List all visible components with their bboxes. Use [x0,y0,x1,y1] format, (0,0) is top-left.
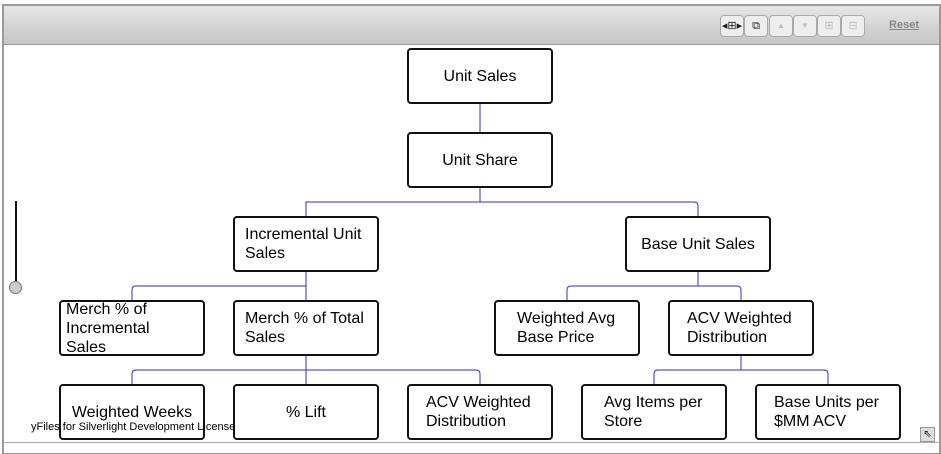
node-unit-sales[interactable]: Unit Sales [407,48,553,104]
node-weighted-weeks[interactable]: Weighted Weeks [59,384,205,440]
zoom-slider-thumb[interactable] [9,281,22,294]
edge [566,272,742,300]
zoom-slider-track[interactable] [15,201,17,285]
edge [305,188,699,216]
node-acv-weighted-distribution[interactable]: ACV Weighted Distribution [668,300,814,356]
toolbar: ◂⊞▸ ⧉ ▲ ▼ ⊞ ⊟ Reset [4,6,939,45]
fit-content-icon: ◂⊞▸ [721,20,743,32]
edge [131,356,481,384]
node-incremental-unit-sales[interactable]: Incremental Unit Sales [233,216,379,272]
node-unit-share[interactable]: Unit Share [407,132,553,188]
zoom-out-icon: ⊟ [848,20,858,32]
fit-content-button[interactable]: ◂⊞▸ [720,15,744,37]
move-up-button[interactable]: ▲ [769,15,793,37]
arrow-up-left-icon: ⇖ [923,429,932,440]
edge [131,272,307,300]
zoom-in-icon: ⊞ [824,20,834,32]
move-down-button[interactable]: ▼ [793,15,817,37]
edges [131,104,829,384]
node-acv-weighted-distribution-2[interactable]: ACV Weighted Distribution [407,384,553,440]
node-merch-pct-total[interactable]: Merch % of Total Sales [233,300,379,356]
diagram-canvas[interactable]: Unit Sales Unit Share Incremental Unit S… [4,45,939,442]
zoom-in-button[interactable]: ⊞ [817,15,841,37]
node-base-units-per-mm-acv[interactable]: Base Units per $MM ACV [755,384,901,440]
move-up-icon: ▲ [777,21,785,30]
edge [653,356,829,384]
overview-icon: ⧉ [752,20,760,32]
node-merch-pct-incremental[interactable]: Merch % of Incremental Sales [59,300,205,356]
diagram-window: ◂⊞▸ ⧉ ▲ ▼ ⊞ ⊟ Reset Unit Sales Unit Shar… [2,4,941,454]
resize-corner-button[interactable]: ⇖ [920,427,935,442]
node-avg-items-per-store[interactable]: Avg Items per Store [581,384,727,440]
horizontal-scrollbar[interactable] [4,442,939,453]
license-watermark: yFiles for Silverlight Development Licen… [31,421,236,433]
node-weighted-avg-base-price[interactable]: Weighted Avg Base Price [494,300,640,356]
reset-link[interactable]: Reset [889,19,919,31]
overview-button[interactable]: ⧉ [744,15,768,37]
node-base-unit-sales[interactable]: Base Unit Sales [625,216,771,272]
node-pct-lift[interactable]: % Lift [233,384,379,440]
zoom-out-button[interactable]: ⊟ [841,15,865,37]
move-down-icon: ▼ [801,21,809,30]
